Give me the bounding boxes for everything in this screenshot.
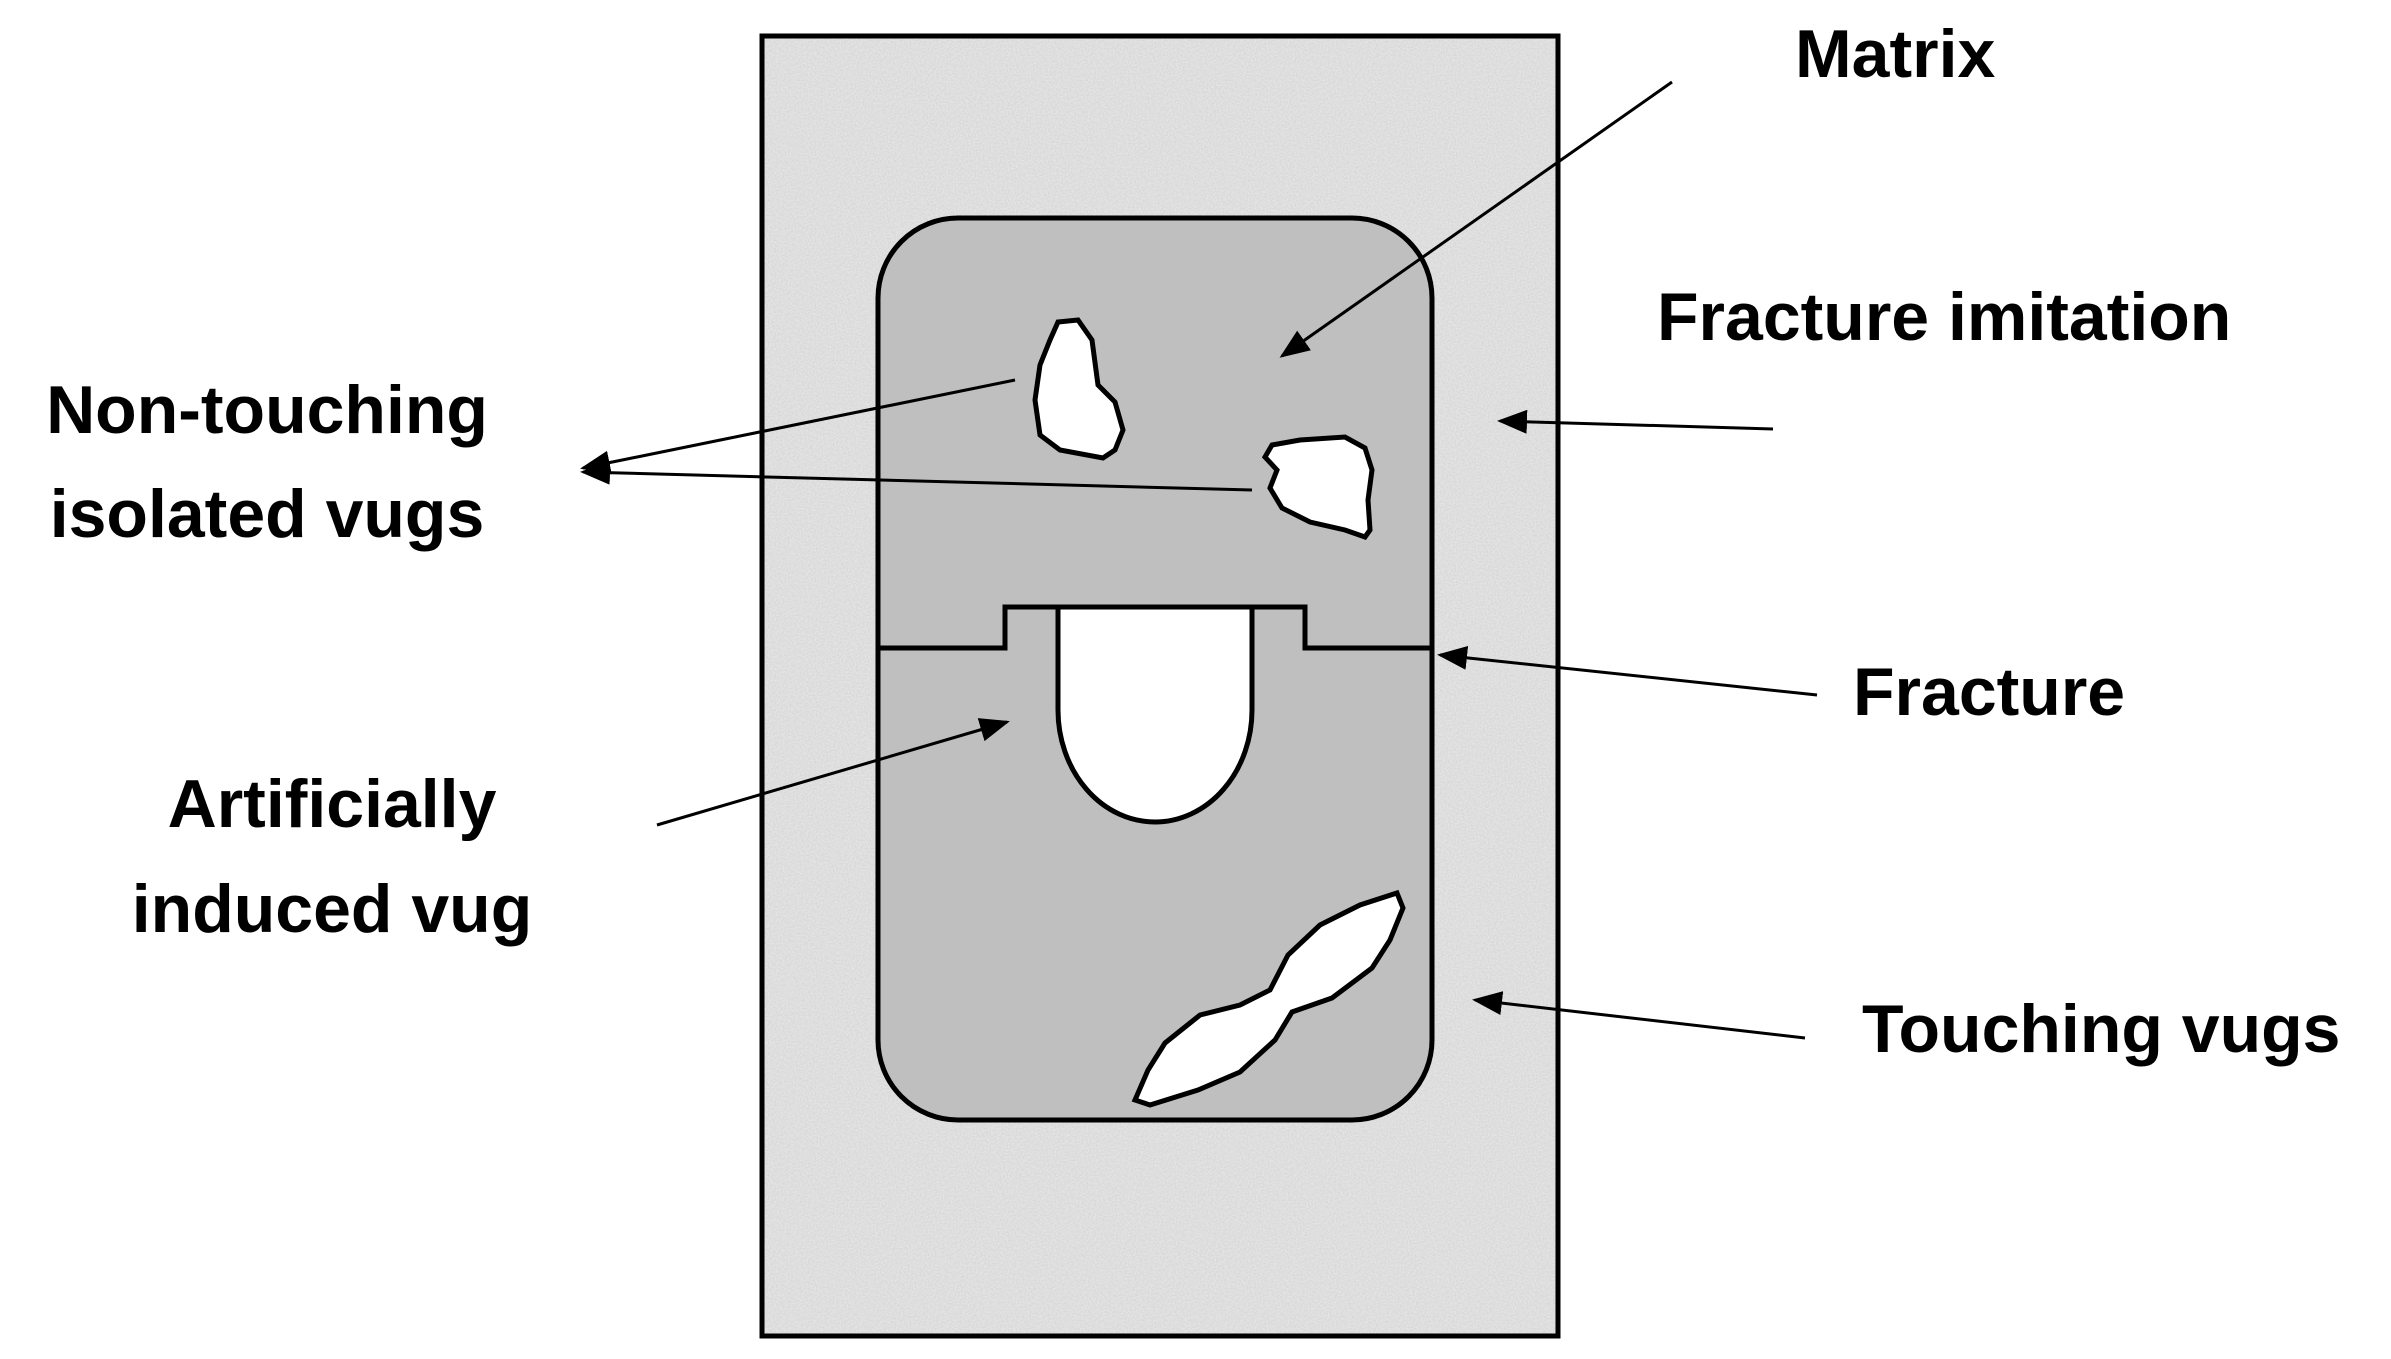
arrow-fracture-imitation: [1497, 409, 1774, 434]
labels: Matrix Fracture imitation Non-touching i…: [46, 16, 2340, 1067]
label-artificial-line1: Artificially: [168, 766, 497, 842]
label-matrix: Matrix: [1795, 16, 1995, 92]
label-non-touching-line1: Non-touching: [46, 372, 488, 448]
arrow-isolated-vug-2: [580, 460, 1253, 492]
artificial-vug: [1055, 604, 1255, 825]
arrow-artificial-vug: [656, 718, 1010, 827]
isolated-vug-1: [1032, 317, 1126, 461]
arrows: [580, 80, 1818, 1040]
touching-vugs: [1131, 889, 1406, 1108]
label-non-touching-line2: isolated vugs: [50, 476, 485, 552]
arrow-touching-vugs: [1472, 991, 1806, 1040]
label-touching-vugs: Touching vugs: [1862, 991, 2341, 1067]
arrow-isolated-vug-1: [580, 378, 1016, 475]
arrow-fracture: [1437, 645, 1818, 697]
isolated-vug-2: [1261, 434, 1375, 540]
label-artificial-line2: induced vug: [132, 871, 532, 947]
label-fracture: Fracture: [1853, 654, 2125, 730]
label-fracture-imitation: Fracture imitation: [1657, 279, 2231, 355]
arrow-matrix: [1279, 80, 1673, 358]
